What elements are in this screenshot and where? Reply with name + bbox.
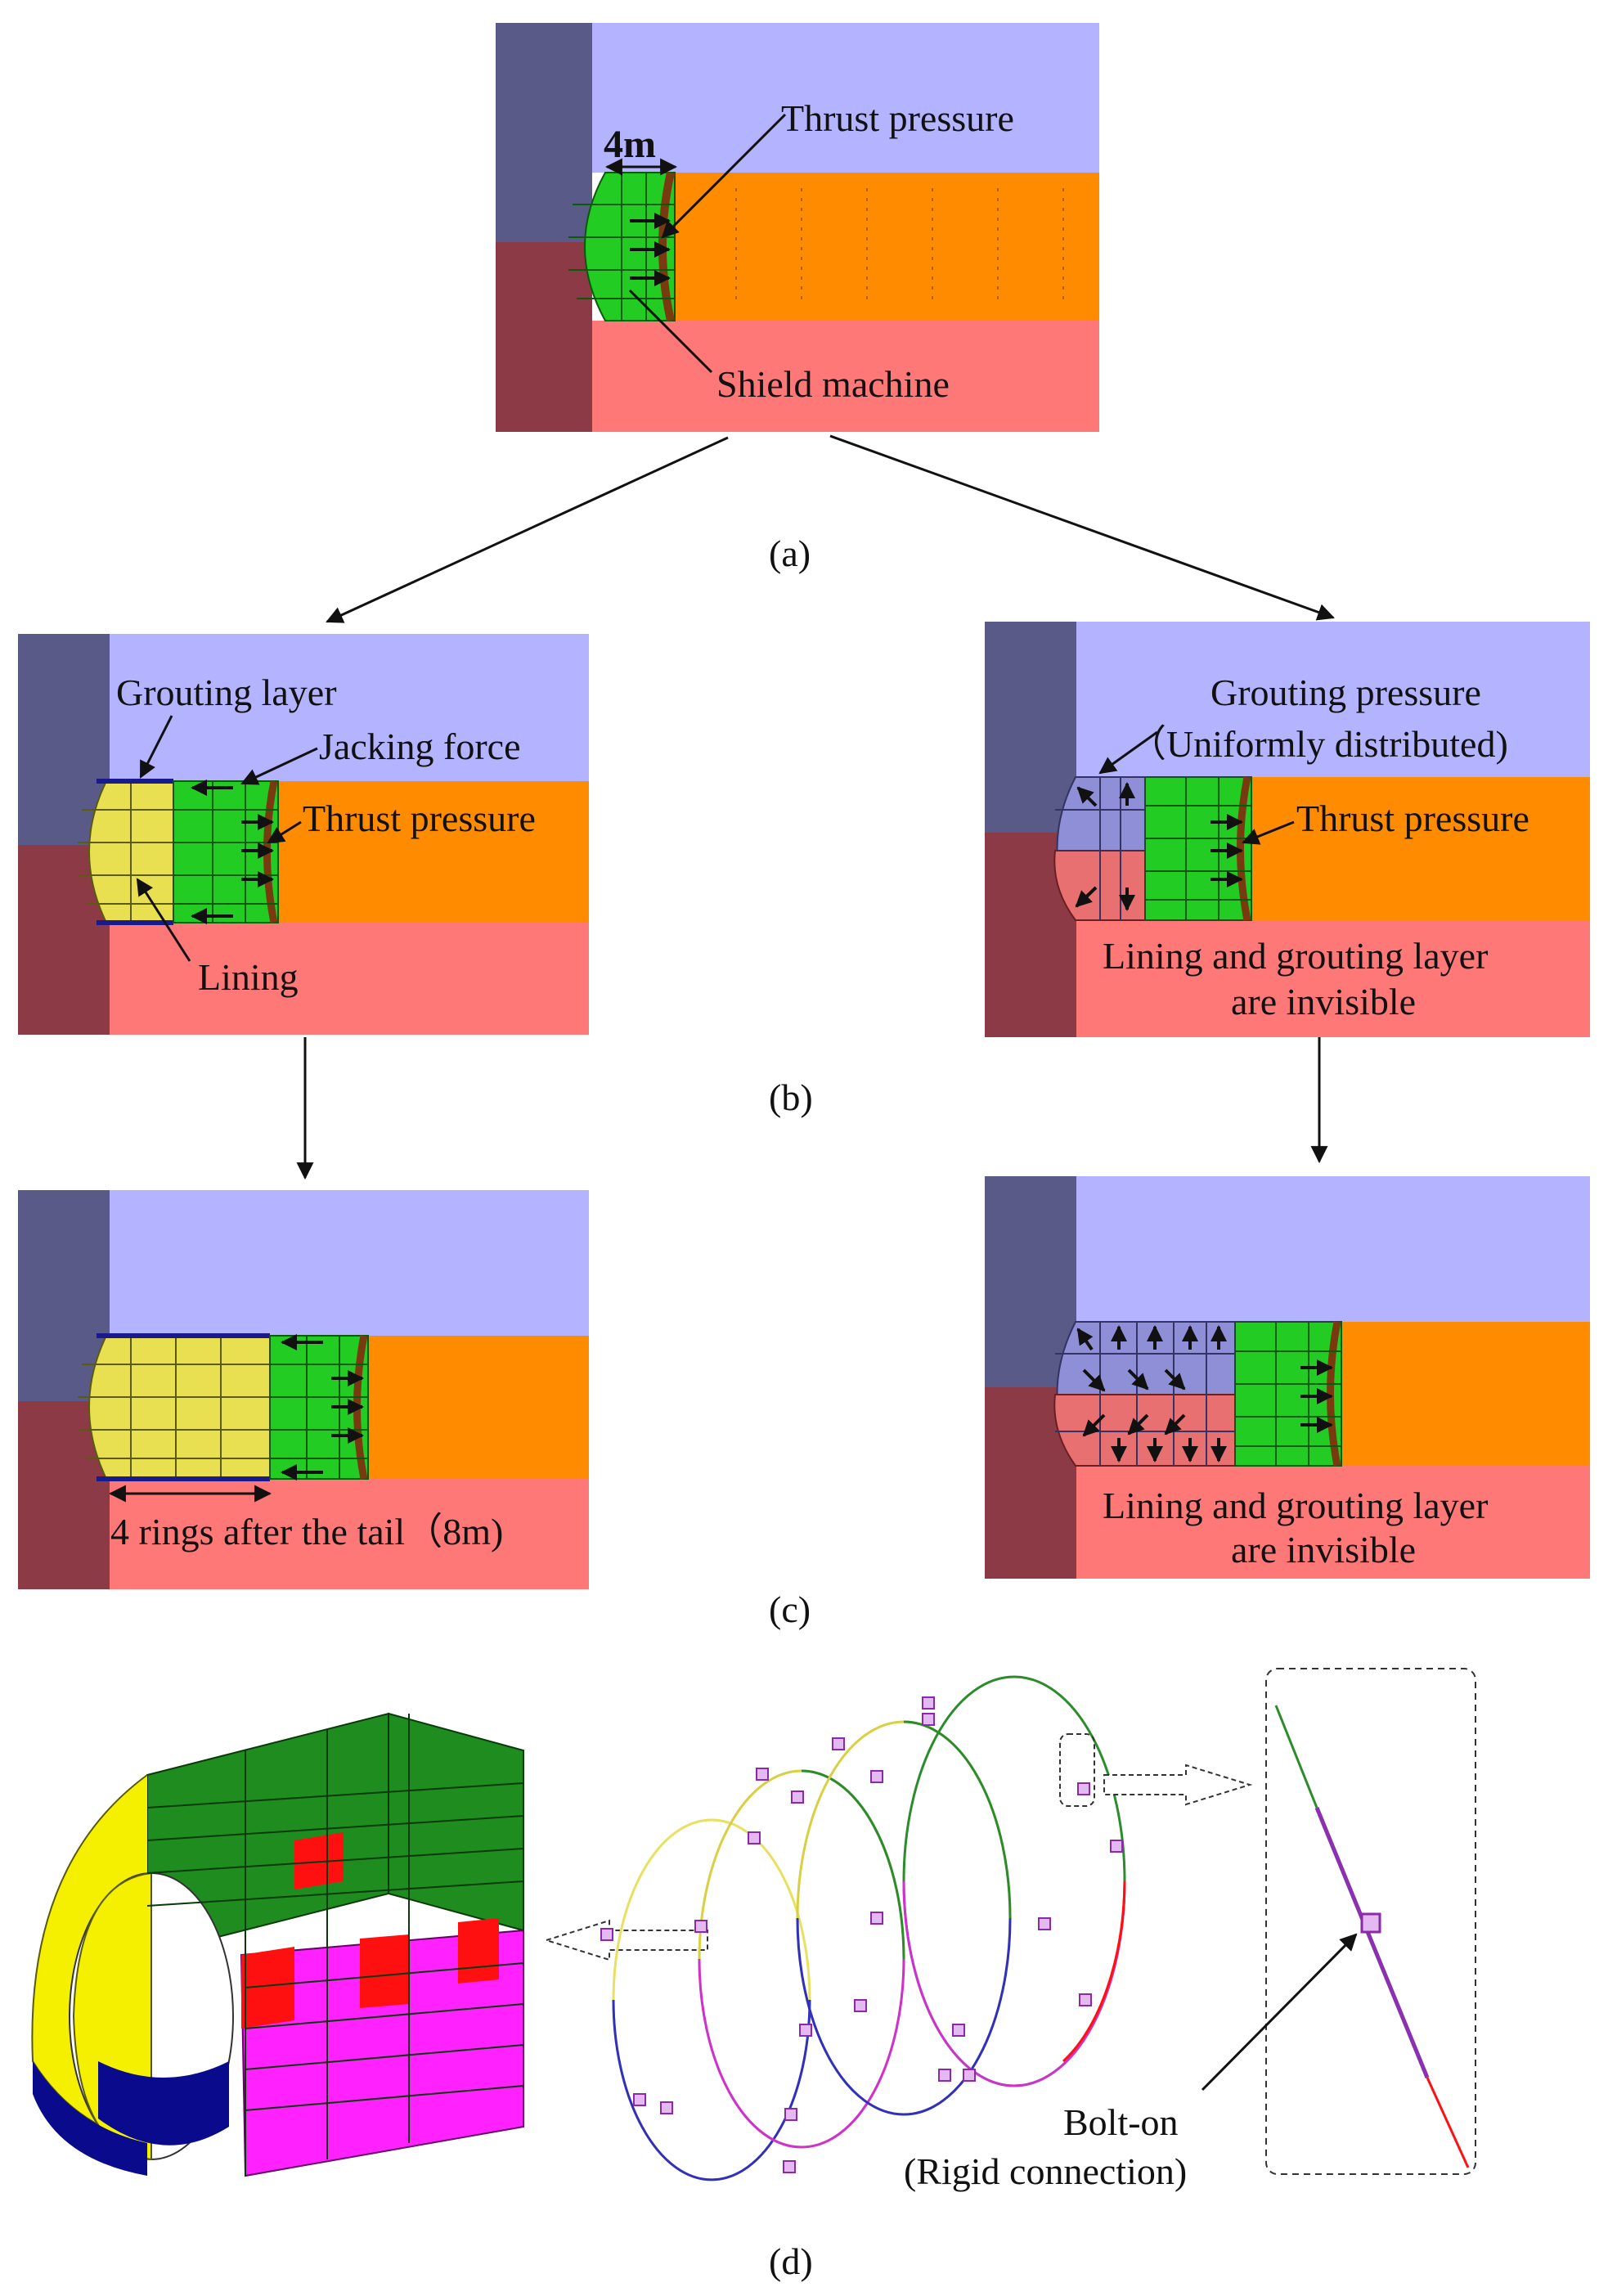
thrust-label: Thrust pressure	[1296, 798, 1529, 839]
invisible-label-line1: Lining and grouting layer	[1103, 1485, 1488, 1526]
thrust-arrows	[1210, 814, 1243, 887]
invisible-label-line2: are invisible	[1231, 981, 1416, 1022]
grouting-mesh	[1055, 1322, 1235, 1466]
thrust-arrows	[331, 1370, 364, 1444]
thrust-label: Thrust pressure	[781, 97, 1014, 139]
upper-soil	[110, 634, 589, 781]
excavated-core	[278, 781, 589, 923]
excavated-core	[1251, 777, 1590, 920]
beam-red	[1426, 2077, 1470, 2168]
lower-soil	[592, 321, 1099, 432]
zoom-source-box	[1059, 1733, 1095, 1807]
hollow-arrow-left	[543, 1919, 708, 1961]
flow-arrow-a-to-b-left	[326, 436, 729, 623]
upper-soil	[1076, 1176, 1590, 1322]
thrust-arrows	[1300, 1359, 1333, 1433]
zoom-detail-box	[1265, 1668, 1476, 2175]
panel-b-right: Grouting pressure （Uniformly distributed…	[985, 622, 1590, 1037]
thrust-leader	[1242, 820, 1295, 845]
rings-label: 4 rings after the tail（8m)	[110, 1511, 503, 1552]
lining-mesh	[78, 781, 173, 923]
shield-machine	[269, 1335, 369, 1480]
thrust-arrows	[241, 814, 274, 887]
excavated-core	[1341, 1322, 1590, 1466]
caption-a: (a)	[769, 532, 811, 574]
rigid-label: (Rigid connection)	[904, 2150, 1187, 2192]
jacking-arrows	[191, 780, 233, 924]
jacking-leader	[240, 747, 318, 785]
caption-b: (b)	[769, 1076, 813, 1118]
excavated-core	[671, 173, 1099, 321]
panel-a: 4m Thrust pressure Shield machine	[496, 23, 1099, 432]
shield-machine	[1144, 776, 1252, 921]
jacking-label: Jacking force	[319, 726, 521, 767]
bolt-label: Bolt-on	[1063, 2101, 1179, 2143]
grouting-leader	[139, 715, 173, 779]
beam-rings	[612, 1675, 1126, 2181]
panel-b-left: Grouting layer Jacking force Thrust pres…	[18, 634, 589, 1035]
lower-soil	[1076, 920, 1590, 1037]
excavated-core	[368, 1336, 589, 1479]
upper-side-face	[496, 23, 592, 242]
shield-machine	[1234, 1321, 1342, 1467]
bolt-node-icon	[1360, 1912, 1381, 1934]
thrust-label: Thrust pressure	[303, 798, 536, 839]
bolt-markers	[600, 1696, 1123, 2173]
bolt-leader	[1201, 1933, 1358, 2092]
caption-d: (d)	[769, 2240, 813, 2282]
hollow-arrow-right	[1103, 1764, 1253, 1806]
shield-mesh	[1235, 1322, 1341, 1466]
shield-machine	[584, 172, 676, 321]
upper-soil	[110, 1190, 589, 1336]
thrust-leader	[267, 820, 302, 844]
shield-leader	[628, 289, 713, 374]
upper-side-face	[985, 622, 1076, 833]
grouting-arrows	[1076, 1325, 1227, 1463]
dimension-label: 4m	[604, 123, 656, 166]
shield-label: Shield machine	[716, 363, 950, 405]
upper-soil	[1076, 622, 1590, 777]
panel-c-left: 4 rings after the tail（8m)	[18, 1190, 589, 1589]
uniform-label: （Uniformly distributed)	[1129, 723, 1508, 765]
flow-arrow-a-to-b-right	[829, 434, 1335, 621]
lining-leader	[136, 878, 191, 962]
upper-soil	[592, 23, 1099, 173]
jacking-arrows	[281, 1334, 323, 1480]
invisible-label-line1: Lining and grouting layer	[1103, 935, 1488, 977]
lining-segment-rings	[31, 1712, 524, 2177]
upper-side-face	[985, 1176, 1076, 1387]
shield-mesh	[568, 173, 675, 321]
lower-soil	[110, 923, 589, 1035]
panel-d: Bolt-on (Rigid connection)	[31, 1668, 1476, 2192]
lower-soil	[1076, 1466, 1590, 1579]
grouting-leader	[1098, 730, 1158, 775]
caption-c: (c)	[769, 1588, 811, 1630]
lining-rings	[88, 1335, 271, 1480]
grouting-label: Grouting layer	[116, 672, 337, 713]
lower-side-face	[496, 242, 592, 432]
shield-mesh	[1145, 777, 1251, 920]
grouting-pressure-label: Grouting pressure	[1210, 672, 1481, 713]
lining-mesh	[78, 1336, 270, 1479]
lining-label: Lining	[198, 956, 299, 998]
beam-green	[1274, 1705, 1318, 1808]
grouting-zone-lower	[1053, 1394, 1236, 1467]
invisible-label-line2: are invisible	[1231, 1529, 1416, 1570]
grouting-arrows	[1075, 782, 1135, 911]
thrust-leader	[661, 113, 787, 239]
beam-purple	[1314, 1807, 1430, 2078]
panel-c-right: Lining and grouting layer are invisible	[985, 1176, 1590, 1579]
